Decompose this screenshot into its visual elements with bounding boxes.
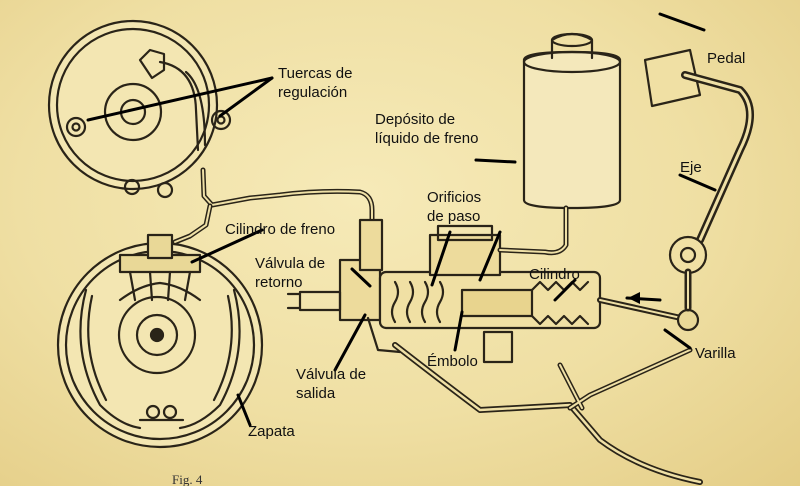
label-cilindro-de-freno: Cilindro de freno [225,221,336,238]
master-cylinder [286,218,602,364]
label-eje: Eje [680,159,702,176]
label-cilindro: Cilindro [529,266,580,283]
lower-brake-drum [56,233,264,449]
label-valvula-de-salida: Válvula de salida [296,366,367,402]
label-pedal: Pedal [707,50,746,67]
fluid-reservoir [497,32,622,256]
label-embolo: Émbolo [427,353,478,370]
label-tuercas-de-regulacion: Tuercas de regulación [278,65,353,101]
upper-backing-plate [47,19,232,199]
label-deposito: Depósito de líquido de freno [375,111,479,147]
pedal-lever [643,48,754,312]
leader-lines [86,12,717,427]
direction-arrow-icon [628,292,640,304]
label-zapata: Zapata [248,423,295,440]
label-orificios-de-paso: Orificios de paso [427,189,482,225]
label-valvula-de-retorno: Válvula de retorno [255,255,326,291]
label-varilla: Varilla [695,345,736,362]
figure-caption: Fig. 4 [172,472,203,486]
